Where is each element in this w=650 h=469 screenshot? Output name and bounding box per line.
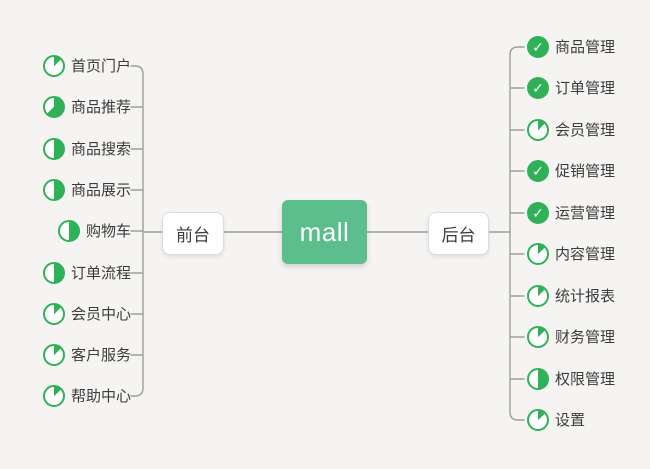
mindmap-item[interactable]: 统计报表 xyxy=(527,283,615,309)
task-progress-icon xyxy=(527,119,549,141)
node-label: mall xyxy=(299,216,350,247)
check-glyph: ✓ xyxy=(532,205,544,221)
mindmap-item[interactable]: ✓ 商品管理 xyxy=(527,34,615,60)
task-done-icon: ✓ xyxy=(527,202,549,224)
item-label: 客户服务 xyxy=(70,346,131,364)
front-stage-node[interactable]: 前台 xyxy=(162,212,224,255)
task-done-icon: ✓ xyxy=(527,77,549,99)
item-label: 购物车 xyxy=(85,222,131,240)
mindmap-item[interactable]: 权限管理 xyxy=(527,366,615,392)
check-glyph: ✓ xyxy=(532,80,544,96)
task-progress-icon xyxy=(527,285,549,307)
item-label: 帮助中心 xyxy=(70,387,131,405)
mindmap-item[interactable]: 财务管理 xyxy=(527,324,615,350)
item-label: 财务管理 xyxy=(555,328,616,346)
mindmap-item[interactable]: 客户服务 xyxy=(42,342,131,368)
mindmap-item[interactable]: 商品搜索 xyxy=(42,136,131,162)
task-progress-icon xyxy=(527,326,549,348)
mindmap-item[interactable]: ✓ 运营管理 xyxy=(527,200,615,226)
task-progress-icon xyxy=(42,179,65,201)
item-label: 权限管理 xyxy=(555,370,616,388)
item-label: 会员管理 xyxy=(555,121,616,139)
item-label: 运营管理 xyxy=(555,204,616,222)
task-progress-icon xyxy=(42,262,65,284)
mindmap-item[interactable]: 商品展示 xyxy=(42,177,131,203)
item-label: 促销管理 xyxy=(555,162,616,180)
item-label: 首页门户 xyxy=(70,57,131,75)
item-label: 商品展示 xyxy=(70,181,131,199)
task-progress-icon xyxy=(527,368,549,390)
item-label: 会员中心 xyxy=(70,305,131,323)
root-node-mall[interactable]: mall xyxy=(282,200,367,264)
mindmap-item[interactable]: 订单流程 xyxy=(42,260,131,286)
task-progress-icon xyxy=(527,243,549,265)
mindmap-item[interactable]: 设置 xyxy=(527,407,585,433)
item-label: 订单流程 xyxy=(70,264,131,282)
item-label: 设置 xyxy=(555,411,586,429)
mindmap-item[interactable]: 会员中心 xyxy=(42,301,131,327)
item-label: 订单管理 xyxy=(555,79,616,97)
task-progress-icon xyxy=(42,385,65,407)
mindmap-item[interactable]: 商品推荐 xyxy=(42,94,131,120)
task-progress-icon xyxy=(42,138,65,160)
mindmap-item[interactable]: 帮助中心 xyxy=(42,383,131,409)
task-progress-icon xyxy=(57,220,80,242)
task-done-icon: ✓ xyxy=(527,160,549,182)
check-glyph: ✓ xyxy=(532,163,544,179)
task-progress-icon xyxy=(42,55,65,77)
mindmap-item[interactable]: ✓ 订单管理 xyxy=(527,75,615,101)
check-glyph: ✓ xyxy=(532,39,544,55)
task-progress-icon xyxy=(42,344,65,366)
mindmap-item[interactable]: 内容管理 xyxy=(527,241,615,267)
mindmap-item[interactable]: 首页门户 xyxy=(42,53,131,79)
item-label: 商品推荐 xyxy=(70,98,131,116)
back-stage-node[interactable]: 后台 xyxy=(428,212,489,255)
task-progress-icon xyxy=(42,96,65,118)
task-progress-icon xyxy=(42,303,65,325)
item-label: 商品管理 xyxy=(555,38,616,56)
item-label: 统计报表 xyxy=(555,287,616,305)
item-label: 内容管理 xyxy=(555,245,616,263)
node-label: 前台 xyxy=(176,226,210,245)
mindmap-item[interactable]: ✓ 促销管理 xyxy=(527,158,615,184)
item-label: 商品搜索 xyxy=(70,140,131,158)
task-progress-icon xyxy=(527,409,549,431)
mindmap-item[interactable]: 购物车 xyxy=(57,218,131,244)
node-label: 后台 xyxy=(441,226,476,245)
mindmap-item[interactable]: 会员管理 xyxy=(527,117,615,143)
task-done-icon: ✓ xyxy=(527,36,549,58)
